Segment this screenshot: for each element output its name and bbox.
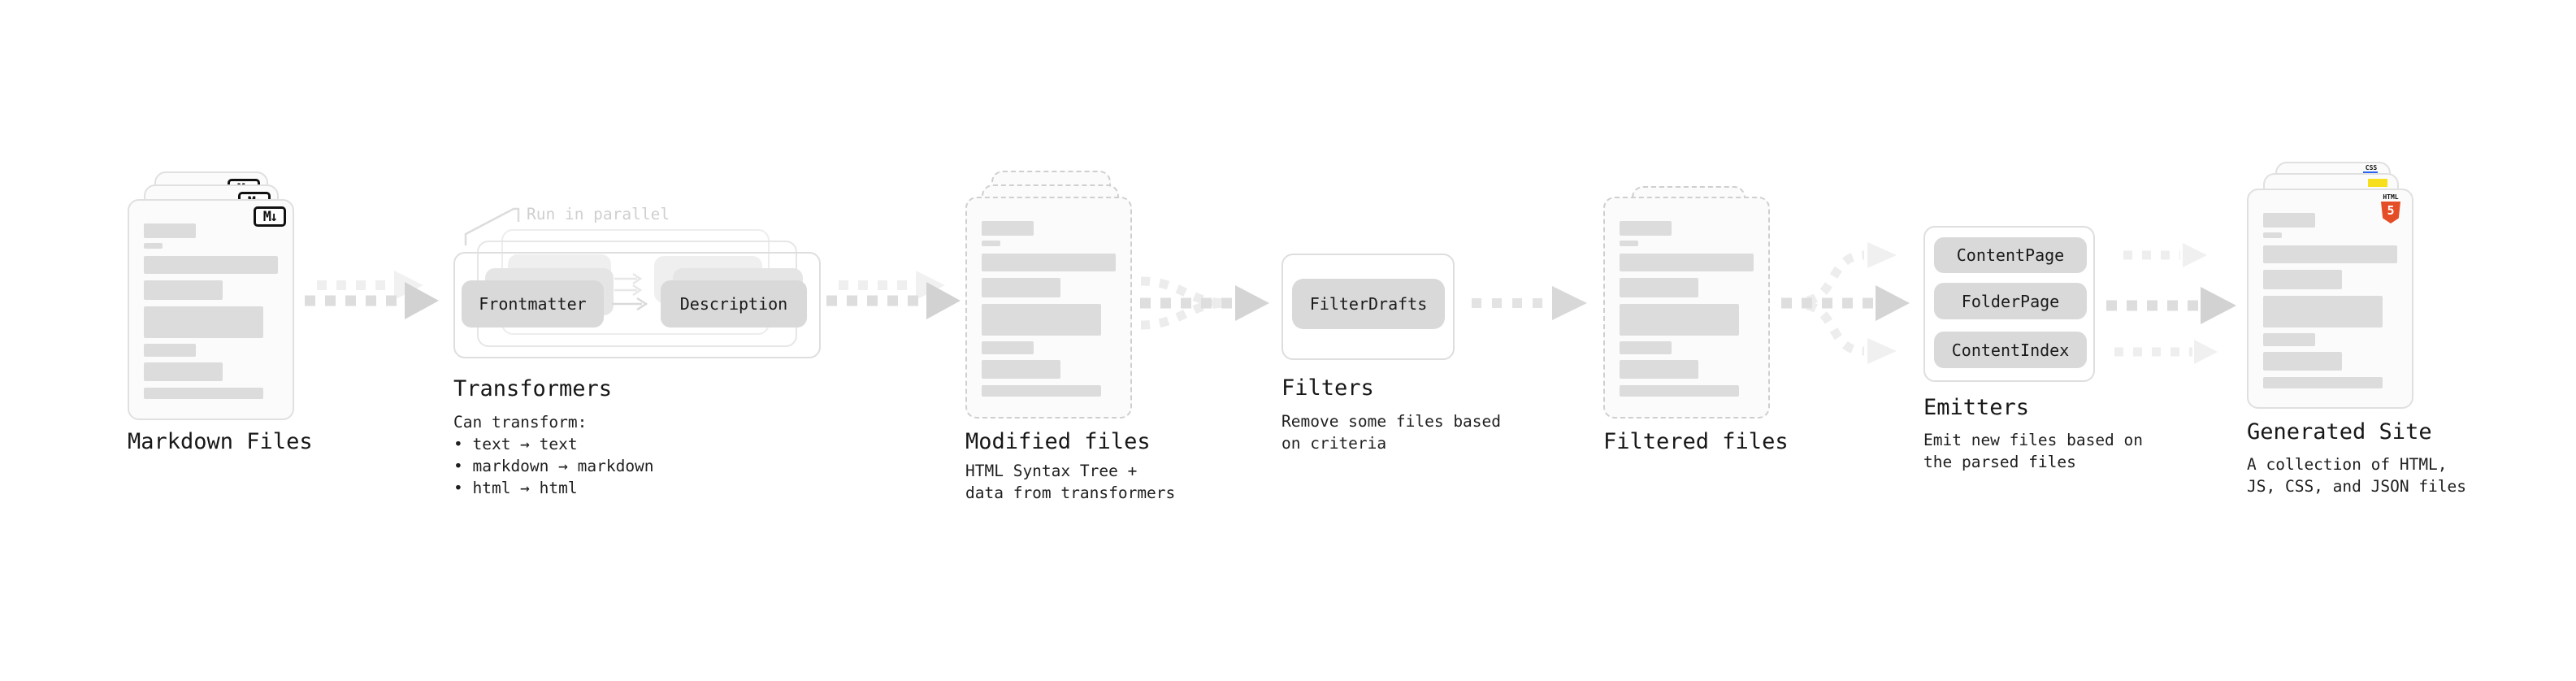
placeholder-bar [982,241,1000,246]
emitters-box [1923,226,2095,382]
placeholder-bar [1620,241,1638,246]
emitter-pill-folderpage: FolderPage [1934,283,2087,319]
arrow-filters-to-filtered [1472,286,1587,320]
placeholder-bar [144,280,223,300]
emitters-description: Emit new files based on the parsed files [1923,431,2144,471]
placeholder-bar [2263,270,2342,289]
placeholder-bar [1620,341,1672,354]
transformers-label: Transformers [453,376,613,401]
modified-files-description: HTML Syntax Tree + data from transformer… [965,462,1176,502]
placeholder-bar [1620,278,1698,297]
transformer-pill-frontmatter: Frontmatter [462,280,604,327]
emitters-label: Emitters [1923,395,2030,420]
filters-box [1281,254,1455,360]
markdown-files-label: Markdown Files [128,429,313,454]
placeholder-bar [144,223,196,238]
filters-description: Remove some files based on criteria [1281,412,1502,453]
file-card-front [965,197,1132,419]
placeholder-bar [144,362,223,381]
file-content-placeholder [967,198,1130,417]
file-card-front: HTML 5 [2247,189,2413,409]
placeholder-bar [2263,352,2342,371]
arrow-filtered-to-emitters-fork [1781,242,1910,364]
filters-label: Filters [1281,375,1374,401]
filter-pill-filterdrafts: FilterDrafts [1292,279,1445,329]
generated-site-label: Generated Site [2247,419,2432,445]
file-card-front: M↓ [128,199,294,420]
arrow-emitters-to-generated [2106,243,2236,364]
placeholder-bar [2263,296,2383,327]
annotation-leader-line [464,207,520,245]
pill-flow-arrows [612,272,648,311]
markdown-icon: M↓ [254,206,286,227]
placeholder-bar [982,254,1116,271]
placeholder-bar [1620,221,1672,236]
html5-icon-text: HTML [2383,193,2399,201]
placeholder-bar [2263,213,2315,228]
css-icon-text: CSS [2365,164,2378,171]
markdown-icon-text: M↓ [262,208,279,225]
placeholder-bar [982,360,1060,379]
placeholder-bar [2263,232,2282,238]
placeholder-bar [144,306,263,338]
placeholder-bar [982,304,1101,336]
generated-site-description: A collection of HTML, JS, CSS, and JSON … [2247,455,2467,496]
transformers-description: Can transform: • text → text • markdown … [453,413,654,497]
placeholder-bar [2263,245,2397,263]
placeholder-bar [982,341,1034,354]
arrow-modified-to-filters-merge [1140,276,1269,330]
file-content-placeholder [129,201,293,419]
js-icon [2368,179,2387,187]
placeholder-bar [1620,254,1754,271]
placeholder-bar [144,344,196,357]
run-in-parallel-annotation: Run in parallel [527,205,670,223]
placeholder-bar [2263,377,2383,388]
arrow-transformers-to-modified [826,271,961,319]
placeholder-bar [1620,304,1739,336]
html5-icon-number: 5 [2387,203,2395,218]
html5-icon: HTML 5 [2381,194,2400,223]
file-card-front [1603,197,1770,419]
placeholder-bar [982,221,1034,236]
emitter-pill-contentpage: ContentPage [1934,237,2087,273]
placeholder-bar [982,278,1060,297]
placeholder-bar [144,243,163,249]
modified-files-label: Modified files [965,429,1151,454]
transformer-layer-front [453,252,821,358]
placeholder-bar [2263,333,2315,346]
placeholder-bar [1620,360,1698,379]
placeholder-bar [144,388,263,399]
file-content-placeholder [2249,190,2412,407]
placeholder-bar [982,385,1101,397]
arrow-markdown-to-transformers [305,271,439,319]
file-content-placeholder [1605,198,1768,417]
placeholder-bar [1620,385,1739,397]
emitter-pill-contentindex: ContentIndex [1934,332,2087,368]
filtered-files-label: Filtered files [1603,429,1789,454]
transformer-pill-description: Description [661,280,807,327]
placeholder-bar [144,256,278,274]
